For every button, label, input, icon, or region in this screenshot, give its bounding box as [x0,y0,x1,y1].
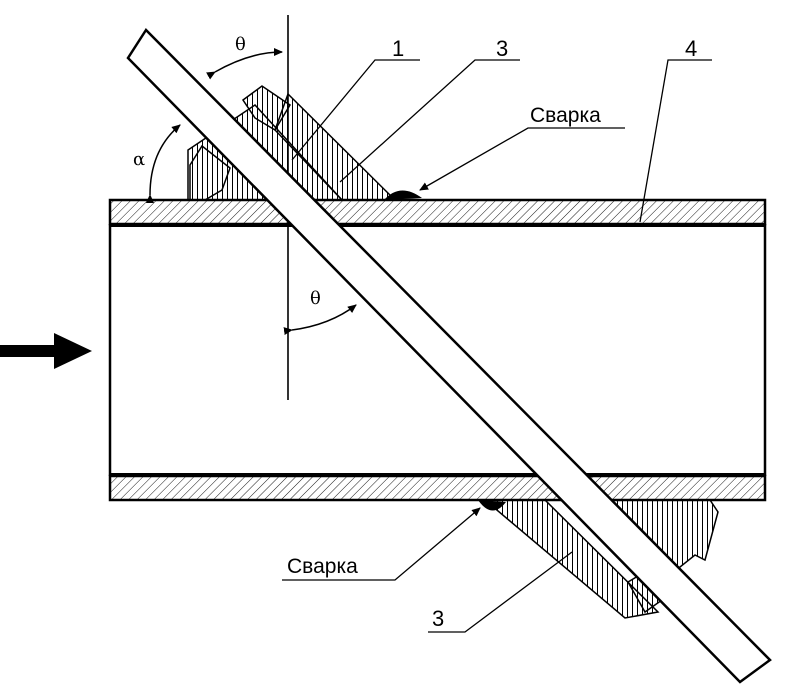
leader-part1 [291,59,420,161]
transducer-bar [126,28,772,684]
label-part1: 1 [392,36,404,61]
label-part3-bottom: 3 [432,606,444,631]
bottom-weld-bead [478,500,506,511]
flow-direction-arrow [0,333,92,369]
alpha-arc [145,124,181,204]
label-weld-bottom: Сварка [287,555,358,578]
leader-weld-bottom [282,507,481,581]
label-theta-inner: θ [310,288,321,309]
top-weld-bead [384,190,422,200]
leader-part3-bottom [428,551,573,633]
theta-top-arc [206,48,283,80]
label-theta-top: θ [235,34,246,55]
label-weld-top: Сварка [530,104,601,127]
leader-part3-top [339,59,520,183]
leader-weld-top [419,127,625,191]
label-part3-top: 3 [496,36,508,61]
pipe-top-wall [108,198,767,226]
label-alpha: α [133,149,145,170]
leader-part4 [639,59,712,223]
pipe [108,198,767,502]
label-part4: 4 [685,36,697,61]
pipe-bottom-wall [108,474,767,502]
theta-inner-arc [283,304,357,336]
